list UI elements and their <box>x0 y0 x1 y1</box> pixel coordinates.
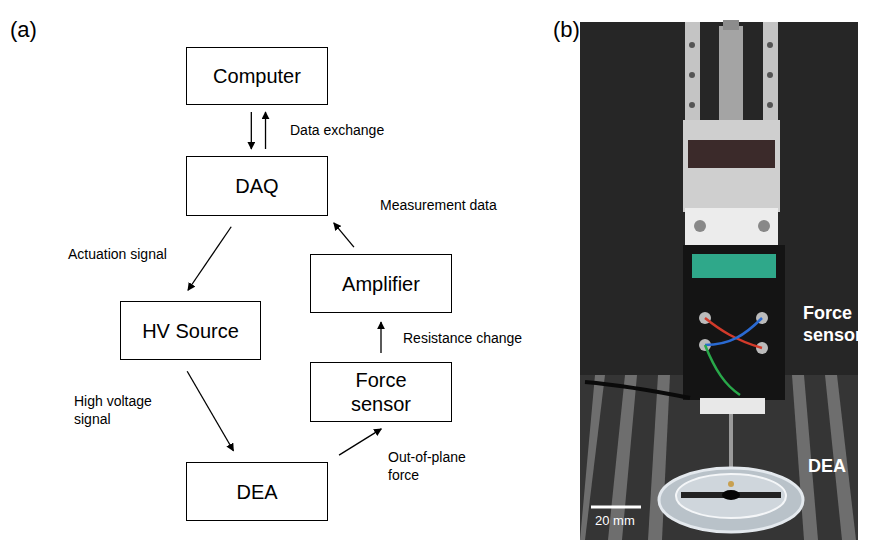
box-label: DAQ <box>235 174 278 198</box>
signal-arrow <box>251 112 252 149</box>
process-box: DEA <box>186 462 328 521</box>
box-label: HV Source <box>142 319 239 343</box>
process-box: Amplifier <box>310 254 452 313</box>
signal-arrow <box>334 223 354 247</box>
rails <box>580 375 856 540</box>
signal-arrow <box>339 429 381 455</box>
photo-label: DEA <box>808 456 846 478</box>
scale-label: 20 mm <box>595 513 635 529</box>
signal-arrow <box>188 227 231 291</box>
signal-arrow <box>187 371 233 451</box>
edge-label: Out-of-plane force <box>388 448 488 484</box>
stage <box>683 20 780 246</box>
foam-background <box>580 22 858 540</box>
process-box: HV Source <box>120 301 261 360</box>
box-label: DEA <box>236 480 277 504</box>
panel-letter: (a) <box>10 16 37 45</box>
box-label: Computer <box>213 64 301 88</box>
box-label: Force sensor <box>341 368 421 416</box>
edge-label: Measurement data <box>380 196 497 214</box>
edge-label: High voltage signal <box>74 392 174 428</box>
edge-label: Resistance change <box>403 329 522 347</box>
photo-label: Force sensor <box>803 303 859 346</box>
force-sensor-body <box>585 245 785 484</box>
process-box: Force sensor <box>310 362 452 422</box>
rail-base <box>580 375 858 540</box>
signal-arrow <box>265 112 266 149</box>
process-box: Computer <box>186 47 328 105</box>
process-box: DAQ <box>186 156 328 216</box>
signal-arrow <box>380 322 381 353</box>
panel-letter: (b) <box>553 16 580 45</box>
edge-label: Data exchange <box>290 121 384 139</box>
edge-label: Actuation signal <box>68 245 167 263</box>
dea-sample <box>659 468 803 532</box>
box-label: Amplifier <box>342 272 420 296</box>
scale-bar <box>591 506 641 509</box>
